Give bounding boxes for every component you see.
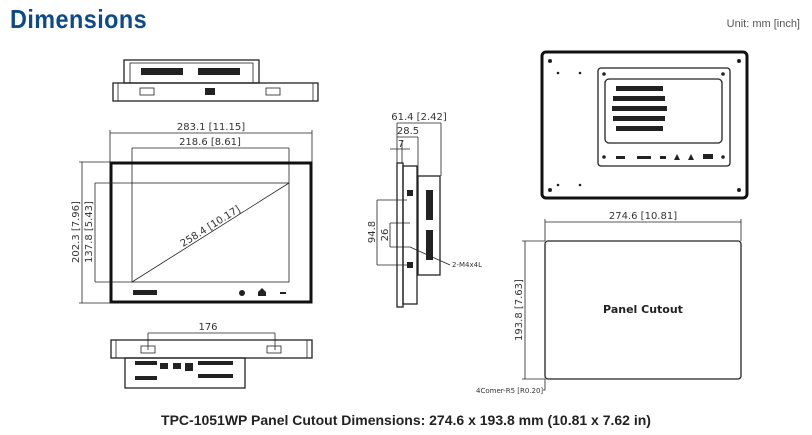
power-icon [239,290,245,296]
panel-cutout: 274.6 [10.81] 193.8 [7.63] Panel Cutout … [476,211,742,395]
diagonal-label: 258.4 [10.17] [179,204,243,250]
menu-icon [280,292,286,294]
top-view [112,59,319,102]
depth-label: 61.4 [2.42] [391,112,447,123]
home-icon [258,288,266,296]
rear-view [540,50,749,200]
hole-spacing-outer-label: 94.8 [367,221,378,243]
hole-spacing-inner-label: 26 [380,229,391,242]
unit-label: Unit: mm [inch] [726,18,800,30]
overall-width-label: 283.1 [11.15] [177,122,245,133]
page-title: Dimensions [10,4,148,34]
mount-spacing-label: 176 [198,322,217,333]
cutout-width-label: 274.6 [10.81] [609,211,677,222]
screen-height-label: 137.8 [5.43] [84,201,95,263]
front-view: 283.1 [11.15] 218.6 [8.61] 258.4 [10.17]… [71,122,313,304]
side-view: 61.4 [2.42] 28.5 7 94.8 26 2-M4x4L [367,112,482,308]
cutout-label: Panel Cutout [603,303,683,316]
caption: TPC-1051WP Panel Cutout Dimensions: 274.… [161,412,651,428]
screen-width-label: 218.6 [8.61] [179,137,241,148]
screw-label: 2-M4x4L [452,261,482,269]
bottom-view: 176 [110,322,313,389]
front-depth-label: 28.5 [397,126,419,137]
bezel-label: 7 [398,139,404,150]
overall-height-label: 202.3 [7.96] [71,201,82,263]
cutout-height-label: 193.8 [7.63] [514,279,525,341]
corner-radius-label: 4Comer-R5 [R0.20] [476,387,543,395]
